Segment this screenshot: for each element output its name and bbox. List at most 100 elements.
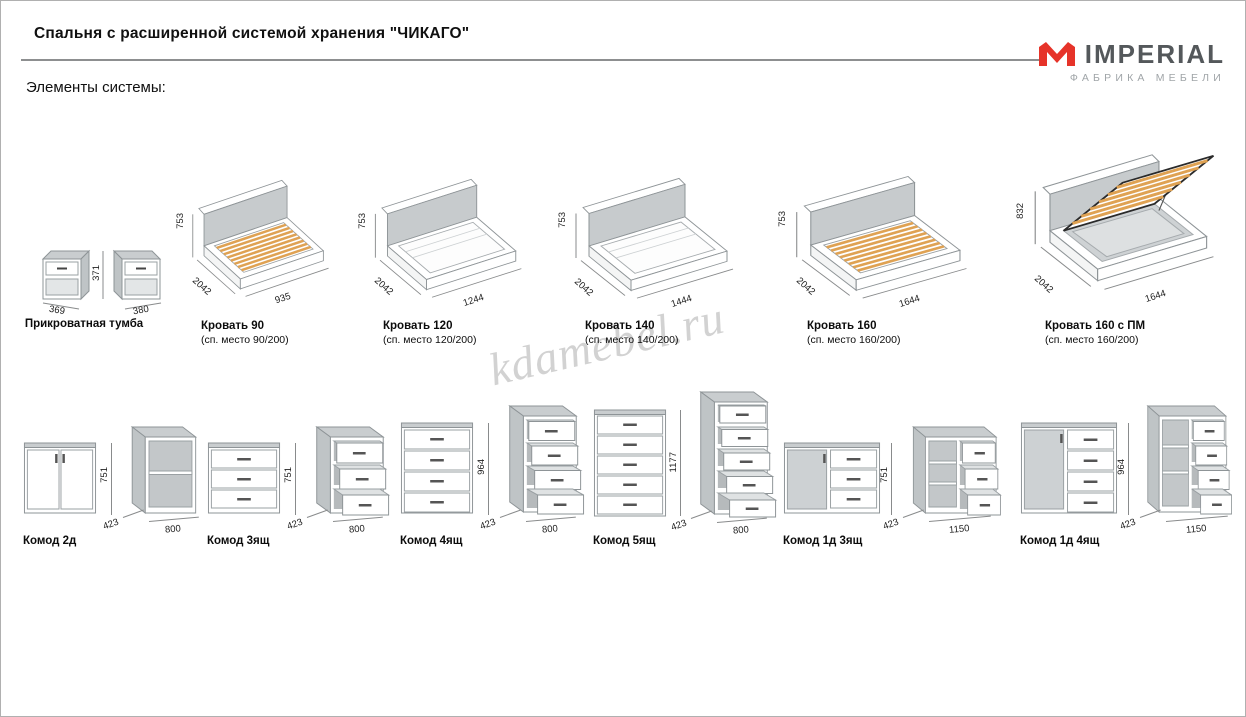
dim-height: 753	[557, 212, 568, 228]
komod-1d-3-open-illustration	[911, 426, 1002, 516]
komod-1d-4-open-illustration	[1146, 405, 1232, 515]
item-name: Кровать 120	[383, 320, 453, 332]
lifted-slat-panel	[1062, 154, 1215, 232]
dim-height: 964	[476, 459, 487, 475]
bed-160-illustration	[796, 175, 967, 299]
item-caption: Кровать 160 (сп. место 160/200)	[807, 319, 967, 348]
brand-name: IMPERIAL	[1084, 39, 1225, 69]
bed-90-illustration	[192, 179, 329, 297]
dimension-line	[891, 443, 892, 515]
dimension-line	[680, 410, 681, 516]
item-name: Комод 4ящ	[400, 535, 463, 547]
dim-depth: 423	[881, 516, 901, 533]
item-caption: Комод 2д	[23, 534, 173, 549]
komod-3-front-illustration	[207, 442, 281, 514]
item-sleep-size: (сп. место 90/200)	[201, 333, 289, 346]
item-caption: Комод 3ящ	[207, 534, 357, 549]
item-caption: Кровать 120 (сп. место 120/200)	[383, 319, 538, 348]
item-komod-1d-4: 964 423 1150 Комод 1д 4ящ	[1016, 401, 1241, 556]
komod-4-open-illustration	[508, 405, 585, 515]
item-komod-1d-3: 751 423 1150 Комод 1д 3ящ	[779, 421, 1004, 556]
dim-depth: 423	[101, 516, 121, 533]
dim-depth: 423	[669, 517, 689, 534]
komod-1d-3-front-illustration	[783, 442, 881, 514]
bed-160-pm-illustration	[1034, 154, 1215, 290]
item-name: Кровать 160	[807, 320, 877, 332]
item-bed-140: 753 2042 1444 Кровать 140 (сп. место 140…	[553, 151, 758, 366]
dim-width: 1150	[1185, 523, 1207, 536]
item-komod-5: 1177 423 800 Комод 5ящ	[589, 386, 779, 556]
item-nightstand: 371 369 380 Прикроватная тумба	[19, 229, 189, 369]
bed-mattress	[600, 221, 716, 274]
bed-slats	[213, 222, 314, 273]
item-name: Комод 1д 3ящ	[783, 535, 863, 547]
item-caption: Прикроватная тумба	[19, 317, 149, 332]
item-caption: Кровать 160 с ПМ (сп. место 160/200)	[1045, 319, 1215, 348]
bed-140-illustration	[575, 177, 734, 299]
brand-tagline: ФАБРИКА МЕБЕЛИ	[1069, 72, 1225, 84]
dim-height: 371	[91, 265, 102, 281]
brand-mark-icon	[1038, 42, 1075, 66]
item-caption: Кровать 90 (сп. место 90/200)	[201, 319, 351, 348]
komod-5-open-illustration	[699, 391, 778, 518]
item-bed-120: 753 2042 1244 Кровать 120 (сп. место 120…	[353, 151, 545, 366]
komod-2d-front-illustration	[23, 442, 97, 514]
item-name: Комод 5ящ	[593, 535, 656, 547]
item-bed-90: 753 2042 935 Кровать 90 (сп. место 90/20…	[173, 151, 353, 366]
item-komod-3: 751 423 800 Комод 3ящ	[203, 421, 398, 556]
item-name: Кровать 140	[585, 320, 655, 332]
item-name: Комод 1д 4ящ	[1020, 535, 1100, 547]
header-divider	[21, 59, 1043, 61]
bed-headboard	[381, 178, 478, 247]
item-caption: Комод 5ящ	[593, 534, 743, 549]
bed-120-illustration	[374, 178, 522, 298]
dim-depth: 423	[285, 516, 305, 533]
item-komod-2d: 751 423 800 Комод 2д	[19, 421, 214, 556]
dim-height: 753	[777, 211, 788, 227]
item-sleep-size: (сп. место 120/200)	[383, 333, 477, 346]
dimension-line	[1128, 423, 1129, 515]
brand-logo: IMPERIAL ФАБРИКА МЕБЕЛИ	[1036, 39, 1225, 84]
item-name: Кровать 90	[201, 320, 265, 332]
dim-depth: 423	[1118, 516, 1138, 533]
bed-mattress	[397, 221, 506, 274]
dimension-line	[111, 443, 112, 515]
dimension-line	[488, 423, 489, 515]
dim-depth: 423	[478, 516, 498, 533]
bed-storage-box	[1048, 197, 1208, 282]
dim-height: 964	[1116, 459, 1127, 475]
nightstand-right	[112, 249, 162, 301]
item-name: Прикроватная тумба	[24, 318, 144, 330]
dimension-line	[295, 443, 296, 515]
section-label: Элементы системы:	[26, 79, 166, 96]
item-bed-160-pm: 832 2042 1644 Кровать 160 с ПМ (сп. мест…	[1011, 141, 1241, 366]
dim-height: 751	[283, 467, 294, 483]
nightstand-left	[41, 249, 91, 301]
item-sleep-size: (сп. место 160/200)	[807, 333, 901, 346]
item-bed-160: 753 2042 1644 Кровать 160 (сп. место 160…	[773, 151, 993, 366]
item-name: Комод 2д	[23, 535, 77, 547]
nightstand-illustration	[41, 249, 162, 310]
item-sleep-size: (сп. место 160/200)	[1045, 333, 1139, 346]
item-komod-4: 964 423 800 Комод 4ящ	[396, 401, 591, 556]
dim-height: 1177	[668, 452, 679, 473]
item-caption: Комод 4ящ	[400, 534, 550, 549]
page-title: Спальня с расширенной системой хранения …	[34, 25, 470, 42]
dim-height: 751	[99, 467, 110, 483]
dim-width: 1150	[948, 523, 970, 536]
komod-5-front-illustration	[593, 409, 667, 517]
dim-height: 753	[357, 213, 368, 229]
komod-2d-open-illustration	[130, 426, 198, 514]
dim-height: 751	[879, 467, 890, 483]
item-sleep-size: (сп. место 140/200)	[585, 333, 679, 346]
komod-4-front-illustration	[400, 422, 474, 514]
dim-height: 753	[175, 213, 186, 229]
item-caption: Комод 1д 3ящ	[783, 534, 943, 549]
bed-headboard	[803, 175, 916, 246]
bed-headboard	[1042, 154, 1160, 232]
item-caption: Кровать 140 (сп. место 140/200)	[585, 319, 745, 348]
item-caption: Комод 1д 4ящ	[1020, 534, 1180, 549]
item-name: Кровать 160 с ПМ	[1045, 320, 1146, 332]
item-name: Комод 3ящ	[207, 535, 270, 547]
